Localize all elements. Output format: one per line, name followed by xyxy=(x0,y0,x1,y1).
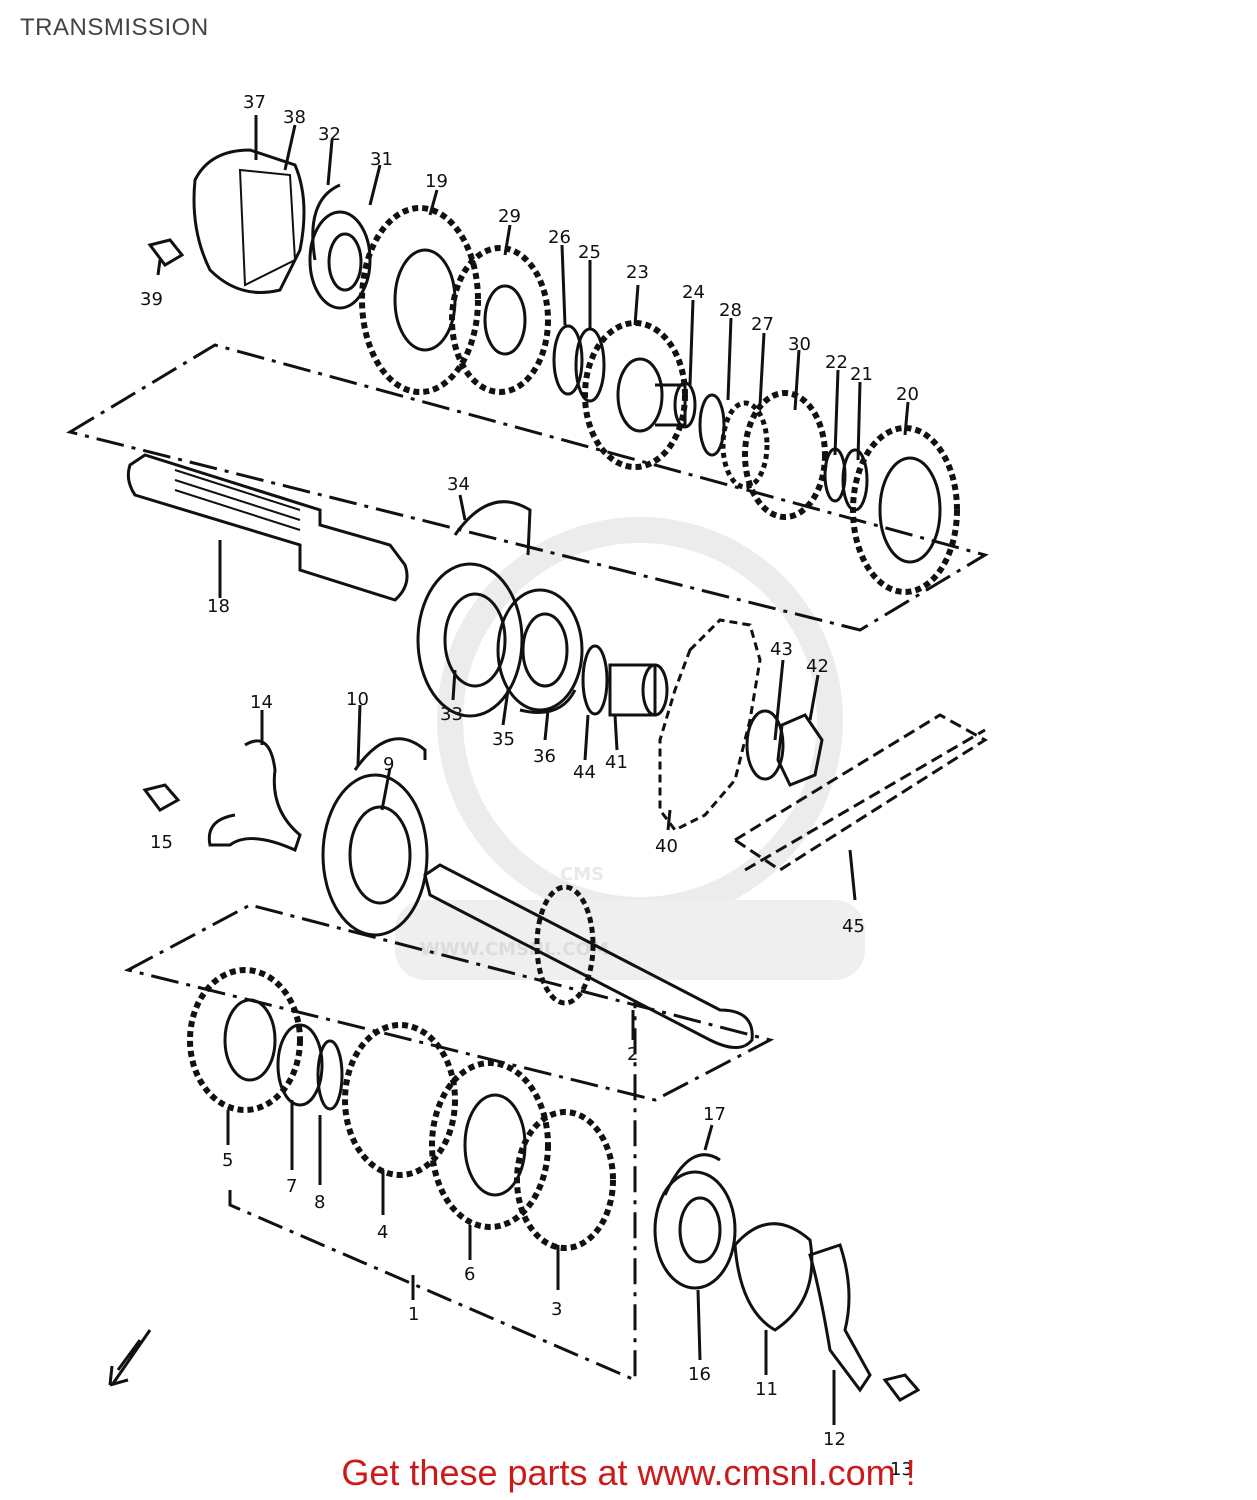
part-30-gear xyxy=(742,390,828,520)
label-part-12: 12 xyxy=(823,1429,846,1450)
label-part-5: 5 xyxy=(222,1150,233,1171)
label-part-10: 10 xyxy=(346,689,369,710)
label-part-43: 43 xyxy=(770,639,793,660)
part-3-gear xyxy=(514,1109,616,1251)
part-labels: 37 38 32 31 19 29 26 25 23 24 28 27 30 2… xyxy=(140,92,919,1480)
part-45-chain xyxy=(732,713,988,872)
part-8-circlip xyxy=(316,1039,344,1111)
part-4-gear xyxy=(342,1022,458,1178)
label-part-27: 27 xyxy=(751,314,774,335)
watermark: CMS WWW.CMSNL.COM xyxy=(395,517,865,980)
label-part-42: 42 xyxy=(806,656,829,677)
label-part-33: 33 xyxy=(440,704,463,725)
label-part-37: 37 xyxy=(243,92,266,113)
label-part-36: 36 xyxy=(533,746,556,767)
part-43-washer xyxy=(745,709,785,781)
part-31-bearing xyxy=(308,210,372,310)
label-part-39: 39 xyxy=(140,289,163,310)
part-27-gear xyxy=(720,400,770,490)
label-part-31: 31 xyxy=(370,149,393,170)
part-20-gear xyxy=(850,425,960,595)
part-37-cover xyxy=(192,148,306,294)
label-part-7: 7 xyxy=(286,1176,297,1197)
label-part-34: 34 xyxy=(447,474,470,495)
part-34-circlip xyxy=(453,500,532,556)
label-part-32: 32 xyxy=(318,124,341,145)
label-part-23: 23 xyxy=(626,262,649,283)
part-18-countershaft xyxy=(126,453,409,602)
label-part-26: 26 xyxy=(548,227,571,248)
part-23-gear xyxy=(582,320,688,470)
part-16-bearing xyxy=(653,1170,737,1290)
label-part-9: 9 xyxy=(383,754,394,775)
label-part-30: 30 xyxy=(788,334,811,355)
label-part-21: 21 xyxy=(850,364,873,385)
part-29-gear xyxy=(449,245,551,395)
part-44-o-ring xyxy=(581,644,609,716)
part-24-bushing xyxy=(655,383,687,427)
label-part-13: 13 xyxy=(890,1459,913,1480)
part-39-bolt xyxy=(147,238,185,276)
part-2-mainshaft xyxy=(423,863,754,1049)
label-part-15: 15 xyxy=(150,832,173,853)
label-part-35: 35 xyxy=(492,729,515,750)
part-38-gasket xyxy=(238,168,297,287)
lower-assembly-outline xyxy=(123,903,775,1102)
part-6-gear xyxy=(429,1060,551,1230)
front-arrow-icon xyxy=(108,1329,152,1387)
label-part-44: 44 xyxy=(573,762,596,783)
label-part-20: 20 xyxy=(896,384,919,405)
label-part-6: 6 xyxy=(464,1264,475,1285)
label-part-4: 4 xyxy=(377,1222,388,1243)
label-part-3: 3 xyxy=(551,1299,562,1320)
part-17-circlip xyxy=(663,1153,721,1196)
cmsnl-parts-link[interactable]: Get these parts at www.cmsnl.com ! xyxy=(341,1452,916,1493)
part-26-washer xyxy=(552,324,584,396)
part-35-oil-seal xyxy=(496,588,584,712)
label-part-29: 29 xyxy=(498,206,521,227)
part-9-bearing xyxy=(321,773,429,937)
label-part-2: 2 xyxy=(627,1044,638,1065)
label-part-38: 38 xyxy=(283,107,306,128)
part-32-circlip xyxy=(311,183,341,261)
label-part-8: 8 xyxy=(314,1192,325,1213)
label-part-1: 1 xyxy=(408,1304,419,1325)
part-5-gear xyxy=(187,967,303,1113)
part-12-bracket xyxy=(808,1243,872,1393)
part-14-bracket xyxy=(207,739,302,853)
diagram-title: TRANSMISSION xyxy=(20,14,209,41)
label-part-17: 17 xyxy=(703,1104,726,1125)
part-41-spacer xyxy=(608,663,657,717)
label-part-22: 22 xyxy=(825,352,848,373)
label-part-45: 45 xyxy=(842,916,865,937)
part-11-cover xyxy=(733,1222,814,1332)
part-42-nut xyxy=(776,713,824,787)
part-28-washer xyxy=(698,393,726,457)
part-40-sprocket xyxy=(658,618,762,832)
label-part-18: 18 xyxy=(207,596,230,617)
part-13-bolt xyxy=(882,1373,921,1402)
label-part-14: 14 xyxy=(250,692,273,713)
label-part-25: 25 xyxy=(578,242,601,263)
label-part-40: 40 xyxy=(655,836,678,857)
watermark-brand: CMS xyxy=(560,864,604,885)
label-part-16: 16 xyxy=(688,1364,711,1385)
footer-banner: Get these parts at www.cmsnl.com ! xyxy=(0,1452,1257,1494)
bracket-1 xyxy=(228,1000,637,1383)
part-36-ring xyxy=(519,689,577,714)
part-33-bearing xyxy=(416,562,524,718)
label-part-28: 28 xyxy=(719,300,742,321)
label-part-24: 24 xyxy=(682,282,705,303)
watermark-site: WWW.CMSNL.COM xyxy=(420,939,609,960)
label-part-41: 41 xyxy=(605,752,628,773)
label-part-11: 11 xyxy=(755,1379,778,1400)
label-part-19: 19 xyxy=(425,171,448,192)
part-15-bolt xyxy=(142,783,181,812)
part-19-gear xyxy=(359,205,481,395)
upper-assembly-outline xyxy=(66,343,989,632)
part-10-circlip xyxy=(353,737,427,771)
part-7-washer xyxy=(276,1023,324,1107)
